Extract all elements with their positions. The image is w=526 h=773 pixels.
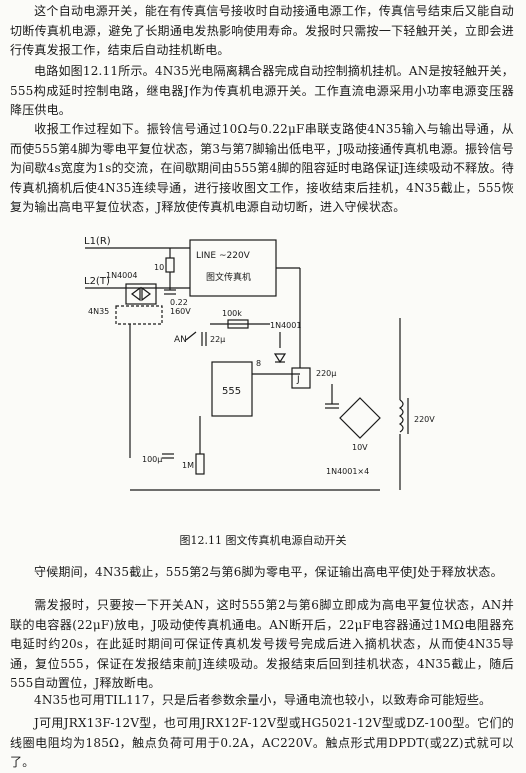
label-l2: L2(T) bbox=[84, 276, 110, 287]
label-1n4004: 1N4004 bbox=[106, 271, 137, 280]
label-100k: 100k bbox=[222, 309, 242, 318]
paragraph-standby-text: 守候期间，4N35截止，555第2与第6脚为零电平，保证输出高电平使J处于释放状… bbox=[34, 565, 503, 579]
circuit-diagram: L1(R) L2(T) LINE ~220V 图文传真机 10 0.22 160… bbox=[84, 236, 435, 491]
bridge-rectifier bbox=[339, 397, 381, 439]
label-4n35: 4N35 bbox=[88, 307, 109, 316]
paragraph-intro-text: 这个自动电源开关，能在有传真信号接收时自动接通电源工作，传真信号结束后又能自动切… bbox=[10, 4, 514, 57]
switch-an bbox=[185, 331, 197, 341]
diode-bridge-symbols bbox=[131, 286, 151, 302]
resistor-10 bbox=[165, 257, 175, 273]
figure-caption: 图12.11 图文传真机电源自动开关 bbox=[179, 534, 347, 547]
paragraph-4n35-alt: 4N35也可用TIL117，只是后者参数余量小，导通电流也较小，以致寿命可能短些… bbox=[10, 691, 514, 711]
label-relay-j: J bbox=[296, 375, 300, 385]
diode-bridge bbox=[125, 283, 157, 305]
label-c022: 0.22 bbox=[170, 298, 188, 307]
paragraph-intro: 这个自动电源开关，能在有传真信号接收时自动接通电源工作，传真信号结束后又能自动切… bbox=[10, 2, 514, 61]
paragraph-relay-models: J可用JRX13F-12V型，也可用JRX12F-12V型或HG5021-12V… bbox=[10, 714, 514, 773]
fax-box-name: 图文传真机 bbox=[206, 271, 251, 283]
resistor-100k bbox=[227, 319, 249, 329]
paragraph-4n35-alt-text: 4N35也可用TIL117，只是后者参数余量小，导通电流也较小，以致寿命可能短些… bbox=[34, 693, 492, 707]
label-555: 555 bbox=[222, 386, 241, 397]
paragraph-relay-models-text: J可用JRX13F-12V型，也可用JRX12F-12V型或HG5021-12V… bbox=[10, 716, 514, 769]
label-22u: 22μ bbox=[210, 335, 225, 344]
paragraph-send-process: 需发报时，只要按一下开关AN，这时555第2与第6脚立即成为高电平复位状态，AN… bbox=[10, 596, 514, 694]
paragraph-receive-process-text: 收报工作过程如下。振铃信号通过10Ω与0.22μF串联支路使4N35输入与输出导… bbox=[10, 122, 514, 214]
label-1n4001: 1N4001 bbox=[270, 321, 301, 330]
paragraph-receive-process: 收报工作过程如下。振铃信号通过10Ω与0.22μF串联支路使4N35输入与输出导… bbox=[10, 120, 514, 218]
label-c022-v: 160V bbox=[170, 307, 191, 316]
label-220u: 220μ bbox=[316, 369, 336, 378]
label-100u: 100μ bbox=[142, 455, 162, 464]
label-an: AN bbox=[174, 335, 187, 345]
transformer-primary bbox=[398, 399, 404, 433]
label-220v: 220V bbox=[414, 415, 435, 424]
label-1m: 1M bbox=[182, 461, 194, 470]
fax-box-line-label: LINE ~220V bbox=[196, 251, 251, 261]
label-1n4001-x4: 1N4001×4 bbox=[326, 467, 369, 476]
label-10v: 10V bbox=[352, 443, 368, 452]
paragraph-circuit-overview: 电路如图12.11所示。4N35光电隔离耦合器完成自动控制摘机挂机。AN是按轻触… bbox=[10, 62, 514, 121]
paragraph-standby: 守候期间，4N35截止，555第2与第6脚为零电平，保证输出高电平使J处于释放状… bbox=[10, 563, 514, 583]
optocoupler-4n35 bbox=[115, 305, 163, 325]
label-l1: L1(R) bbox=[84, 236, 111, 247]
diode-1n4001 bbox=[273, 353, 287, 364]
ic-555 bbox=[211, 361, 253, 417]
label-r10: 10 bbox=[154, 263, 164, 272]
paragraph-send-process-text: 需发报时，只要按一下开关AN，这时555第2与第6脚立即成为高电平复位状态，AN… bbox=[10, 598, 514, 690]
resistor-1m bbox=[195, 453, 205, 475]
relay-j bbox=[291, 367, 311, 389]
label-pin8: 8 bbox=[256, 359, 261, 368]
fax-machine-box bbox=[189, 239, 277, 297]
paragraph-circuit-overview-text: 电路如图12.11所示。4N35光电隔离耦合器完成自动控制摘机挂机。AN是按轻触… bbox=[10, 64, 514, 117]
